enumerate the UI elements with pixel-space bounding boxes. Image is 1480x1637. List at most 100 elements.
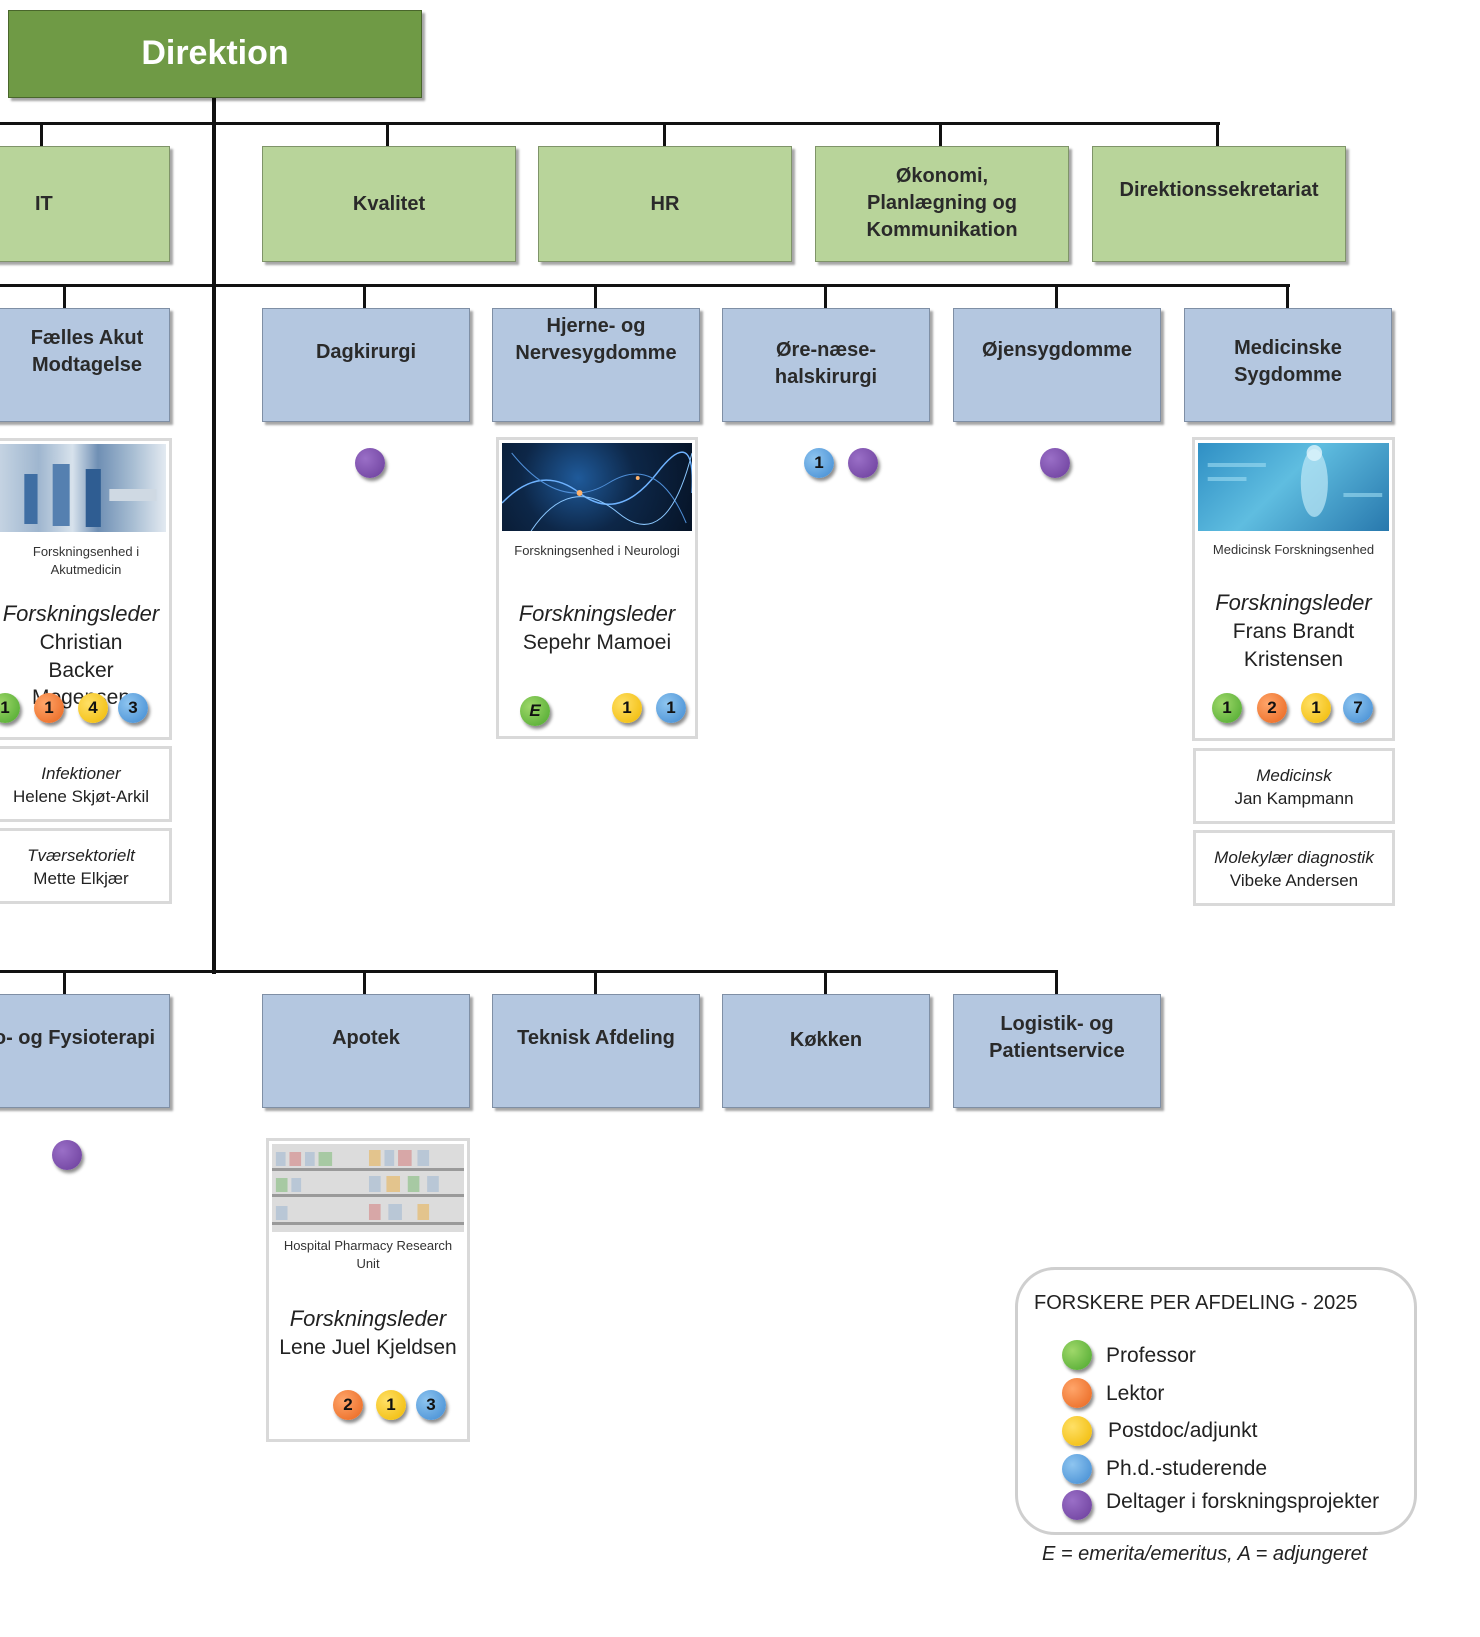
connector (663, 122, 666, 146)
legend-item-label: Lektor (1106, 1382, 1165, 1405)
subunit-title: Medicinsk (1256, 766, 1332, 785)
badge-lektor: 2 (1257, 693, 1287, 723)
legend-participant-swatch (1062, 1490, 1092, 1520)
connector (63, 284, 66, 308)
service-label: Logistik- og Patientservice (989, 1013, 1125, 1062)
research-leader-role: Forskningsleder (2, 601, 160, 626)
research-card-neurologi: Forskningsenhed i Neurologi Forskningsle… (496, 437, 698, 739)
direktion-box: Direktion (8, 10, 422, 98)
badge-professor: 1 (1212, 693, 1242, 723)
badge-count: 1 (0, 698, 10, 717)
service-bus-line (0, 970, 1058, 973)
legend-footnote: E = emerita/emeritus, A = adjungeret (1042, 1543, 1368, 1565)
badge-count: 1 (666, 698, 676, 717)
clinical-label: Medicinske Sygdomme (1234, 337, 1342, 386)
badge-count: 2 (1267, 698, 1277, 717)
badge-phd: 1 (804, 448, 834, 478)
staff-label: IT (35, 192, 53, 215)
medical-hologram-photo (1198, 443, 1389, 531)
badge-count: 1 (622, 698, 632, 717)
research-card-pharmacy: Hospital Pharmacy Research Unit Forsknin… (266, 1138, 470, 1442)
badge-professor-emeritus: E (520, 696, 550, 726)
connector (1055, 970, 1058, 994)
clinical-label: Dagkirurgi (315, 341, 417, 363)
service-box-apotek: Apotek (262, 994, 470, 1108)
research-unit-name: Medicinsk Forskningsenhed (1212, 542, 1375, 557)
direktion-label: Direktion (141, 34, 289, 73)
legend-title: FORSKERE PER AFDELING - 2025 (1034, 1292, 1358, 1314)
badge-count: 1 (386, 1395, 396, 1414)
clinical-label: Hjerne- og Nervesygdomme (515, 315, 677, 364)
badge-postdoc: 1 (1301, 693, 1331, 723)
staff-label: Økonomi, Planlægning og Kommunikation (866, 165, 1018, 241)
badge-phd: 3 (118, 693, 148, 723)
clinical-box-oere: Øre-næse-halskirurgi (722, 308, 930, 422)
badge-professor: 1 (0, 693, 20, 723)
staff-label: HR (650, 192, 680, 215)
badge-count: 2 (343, 1395, 353, 1414)
clinical-label: Fælles Akut Modtagelse (30, 327, 144, 376)
participant-dot (1040, 448, 1070, 478)
badge-postdoc: 1 (612, 693, 642, 723)
staff-box-direktionssekretariat: Direktionssekretariat (1092, 146, 1346, 262)
badge-lektor: 1 (34, 693, 64, 723)
pharmacy-shelves-photo (272, 1144, 464, 1232)
research-leader-name: Frans Brandt Kristensen (1232, 620, 1355, 671)
research-unit-name: Hospital Pharmacy Research Unit (283, 1238, 453, 1271)
legend-phd-swatch (1062, 1454, 1092, 1484)
research-leader-name: Lene Juel Kjeldsen (279, 1336, 457, 1359)
connector (824, 970, 827, 994)
badge-count: 3 (128, 698, 138, 717)
badge-count: 4 (88, 698, 98, 717)
research-leader-role: Forskningsleder (518, 601, 676, 626)
subunit-title: Infektioner (41, 764, 121, 783)
connector (594, 970, 597, 994)
research-leader-role: Forskningsleder (1215, 590, 1372, 615)
subunit-leader: Vibeke Andersen (1229, 870, 1359, 890)
subunit-infektioner: Infektioner Helene Skjøt-Arkil (0, 746, 172, 822)
staff-bus-line (0, 122, 1220, 125)
connector (1055, 284, 1058, 308)
legend-lektor-swatch (1062, 1378, 1092, 1408)
connector (1286, 284, 1289, 308)
badge-count: 1 (1222, 698, 1232, 717)
subunit-leader: Jan Kampmann (1234, 788, 1354, 808)
badge-postdoc: 1 (376, 1390, 406, 1420)
service-label: Apotek (332, 1027, 400, 1049)
service-box-koekken: Køkken (722, 994, 930, 1108)
service-label: Køkken (789, 1029, 863, 1051)
research-leader-role: Forskningsleder (289, 1306, 447, 1331)
badge-lektor: 2 (333, 1390, 363, 1420)
ambulance-corridor-photo (0, 444, 166, 532)
clinical-box-dagkirurgi: Dagkirurgi (262, 308, 470, 422)
badge-postdoc: 4 (78, 693, 108, 723)
badge-phd: 7 (1343, 693, 1373, 723)
subunit-title: Molekylær diagnostik (1214, 848, 1374, 867)
connector (1216, 122, 1219, 146)
subunit-molekylaer-diagnostik: Molekylær diagnostik Vibeke Andersen (1193, 830, 1395, 906)
legend-postdoc-swatch (1062, 1416, 1092, 1446)
badge-count: 1 (1311, 698, 1321, 717)
badge-phd: 1 (656, 693, 686, 723)
legend-item-label: Postdoc/adjunkt (1108, 1419, 1258, 1442)
subunit-medicinsk: Medicinsk Jan Kampmann (1193, 748, 1395, 824)
connector (363, 970, 366, 994)
legend-item-label: Ph.d.-studerende (1106, 1457, 1268, 1480)
clinical-box-medicinske: Medicinske Sygdomme (1184, 308, 1392, 422)
connector (386, 122, 389, 146)
badge-count: E (529, 701, 541, 720)
staff-label: Direktionssekretariat (1119, 179, 1319, 201)
badge-count: 1 (44, 698, 54, 717)
connector (40, 122, 43, 146)
clinical-label: Øjensygdomme (981, 339, 1133, 361)
staff-box-kvalitet: Kvalitet (262, 146, 516, 262)
legend-item-label: Professor (1106, 1344, 1196, 1367)
research-card-medicinsk: Medicinsk Forskningsenhed Forskningslede… (1192, 437, 1395, 741)
badge-count: 7 (1353, 698, 1363, 717)
research-unit-name: Forskningsenhed i Neurologi (514, 543, 680, 558)
subunit-leader: Helene Skjøt-Arkil (12, 786, 150, 806)
staff-box-oekonomi: Økonomi, Planlægning og Kommunikation (815, 146, 1069, 262)
subunit-leader: Mette Elkjær (33, 868, 129, 888)
clinical-box-akut: Fælles Akut Modtagelse (0, 308, 170, 422)
badge-phd: 3 (416, 1390, 446, 1420)
